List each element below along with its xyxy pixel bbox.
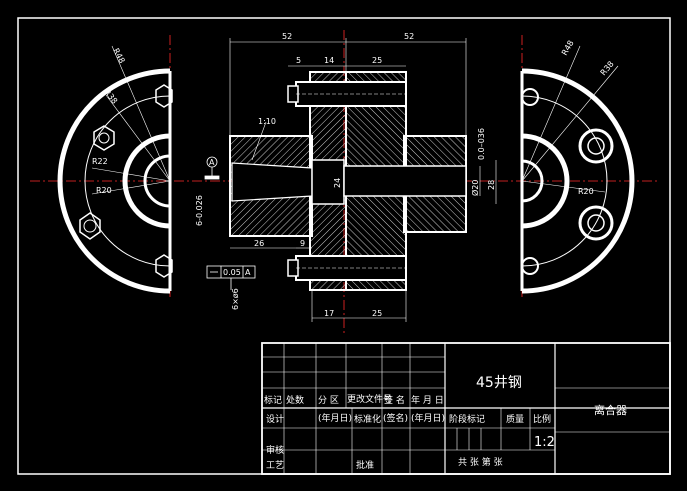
right-end-view [520, 45, 635, 294]
dim-25-top: 25 [372, 56, 382, 65]
section-view [229, 71, 467, 291]
dim-24: 24 [333, 178, 342, 188]
tolerance-frame [206, 265, 256, 290]
material-label: 45井钢 [476, 375, 522, 391]
dim-52-left: 52 [282, 32, 292, 41]
dim-bolt-left: 6×ø6 [231, 288, 240, 310]
dimension-lines [229, 38, 497, 322]
dim-d20: Ø20 [470, 180, 480, 196]
label-ymd-2: (年月日) [411, 412, 445, 424]
label-ymd-1: (年月日) [318, 412, 352, 424]
label-weight: 质量 [506, 413, 524, 425]
dim-17: 17 [324, 309, 334, 318]
left-end-view [57, 45, 173, 294]
header-docno: 更改文件号 [347, 393, 392, 405]
header-count: 处数 [286, 394, 304, 406]
header-sign: 签 名 [384, 394, 405, 406]
dim-9: 9 [300, 239, 305, 248]
dim-5: 5 [296, 56, 301, 65]
tolerance-value: 0.05 [223, 268, 241, 277]
dim-r20-right: R20 [578, 187, 594, 196]
dim-fit-left: 6-0.026 [195, 195, 204, 226]
label-process: 工艺 [266, 460, 284, 471]
label-ratio: 比例 [533, 413, 551, 425]
dim-r22-left: R22 [92, 157, 108, 166]
label-review: 审核 [266, 444, 284, 456]
dim-r20-left: R20 [96, 186, 112, 195]
tolerance-datum: A [245, 268, 251, 277]
part-name: 离合器 [594, 403, 627, 417]
label-approve: 批准 [356, 459, 374, 471]
dim-26: 26 [254, 239, 264, 248]
datum-marker [204, 156, 220, 180]
dim-25-bottom: 25 [372, 309, 382, 318]
label-standard: 标准化 [354, 413, 381, 425]
label-design: 设计 [266, 413, 284, 425]
datum-label: A [209, 158, 215, 167]
dim-52-right: 52 [404, 32, 414, 41]
dim-taper: 1:10 [258, 117, 276, 126]
header-mark: 标记 [264, 394, 282, 406]
scale-value: 1:2 [534, 435, 555, 450]
label-sheet-count: 共 张 第 张 [458, 456, 503, 468]
dim-28: 28 [487, 180, 496, 190]
header-zone: 分 区 [318, 395, 339, 406]
label-stage: 阶段标记 [449, 413, 485, 425]
label-signed: (签名) [383, 412, 408, 424]
title-block [261, 342, 671, 475]
header-date: 年 月 日 [411, 394, 444, 406]
dim-fit-top: 0.0–036 [477, 128, 486, 160]
dim-14: 14 [324, 56, 334, 65]
